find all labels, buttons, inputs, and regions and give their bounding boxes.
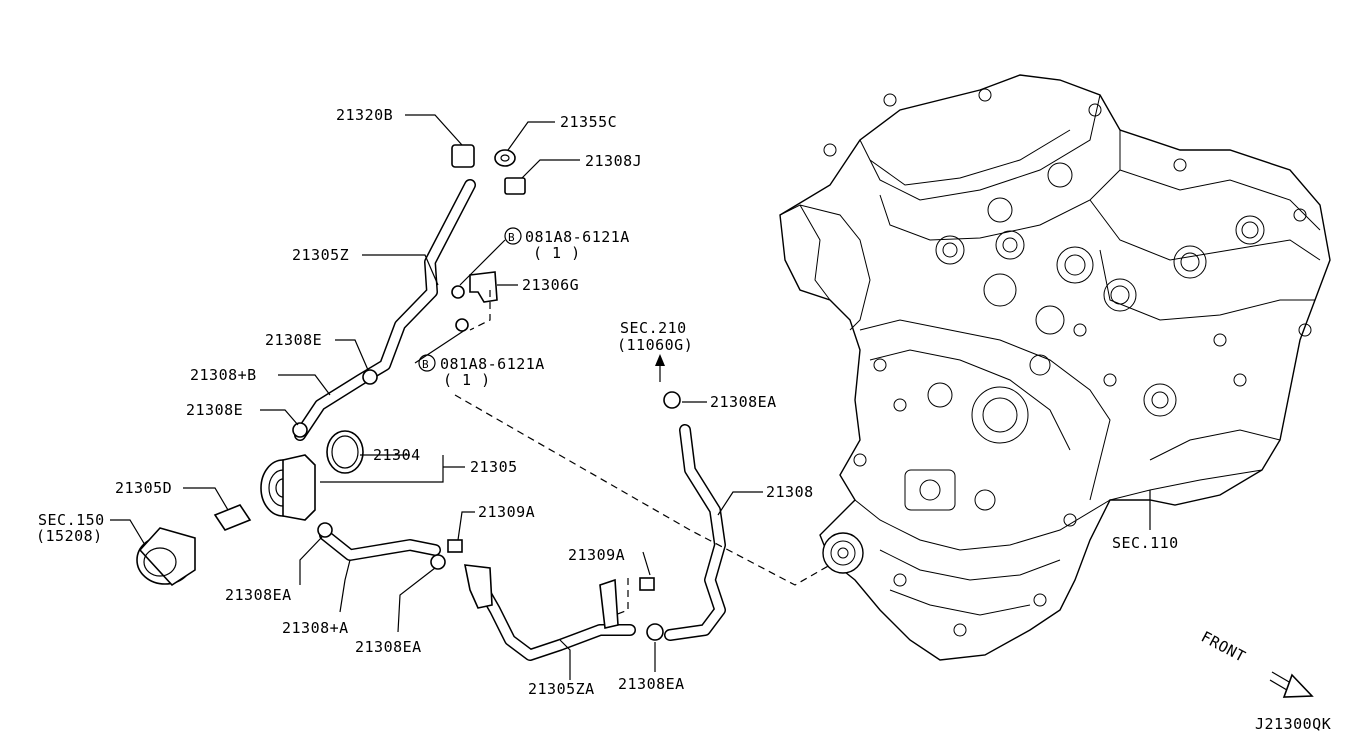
bracket-21306G [469,271,498,303]
label-bolt-mid-qty: ( 1 ) [443,371,491,389]
label-21309A-low: 21309A [568,546,625,564]
washer-21355C [494,149,516,167]
label-bolt-mid: 081A8-6121A [440,355,545,373]
label-21308E-low: 21308E [186,401,243,419]
front-arrow-icon [1282,673,1314,698]
label-21308J: 21308J [585,152,642,170]
label-21308EA-bottom: 21308EA [618,675,685,693]
clamp-21308E-low [292,422,308,438]
labels: 21320B 21355C 21308J 21305Z B 081A8-6121… [36,106,1179,698]
clamp-21308E-top [362,369,378,385]
label-sec110: SEC.110 [1112,534,1179,552]
label-21308EA-left: 21308EA [225,586,292,604]
bolt-21309A-top [447,539,463,553]
bolt-circle-mid [418,354,436,372]
label-sec210-ref: (11060G) [617,336,693,354]
clamp-21308EA-bottom [646,623,664,641]
label-21308EA-right: 21308EA [710,393,777,411]
bolt-circle-mid-letter: B [422,358,429,371]
label-21309A-top: 21309A [478,503,535,521]
bolt-circle-top-letter: B [508,231,515,244]
label-21304: 21304 [373,446,421,464]
label-21305D: 21305D [115,479,172,497]
clamp-21308EA-right [663,391,681,409]
front-indicator: FRONT [1198,628,1314,698]
label-sec210: SEC.210 [620,319,687,337]
gasket-21304 [326,430,364,474]
label-21355C: 21355C [560,113,617,131]
label-21308E-top: 21308E [265,331,322,349]
label-21305: 21305 [470,458,518,476]
label-sec150: SEC.150 [38,511,105,529]
bolt-21309A-low [639,577,655,591]
clamp-21308EA-left [317,522,333,538]
label-bolt-top: 081A8-6121A [525,228,630,246]
connector-21305D [213,504,252,531]
leader-lines [110,114,1151,680]
label-sec150-ref: (15208) [36,527,103,545]
label-21305ZA: 21305ZA [528,680,595,698]
label-21320B: 21320B [336,106,393,124]
label-21306G: 21306G [522,276,579,294]
bolt-circle-top [504,227,522,245]
label-21305Z: 21305Z [292,246,349,264]
clamp-21308EA-mid [430,554,446,570]
label-21308: 21308 [766,483,814,501]
bolt-21308J [504,177,526,195]
connector-21320B [451,144,475,168]
parts [136,144,681,641]
label-21308B: 21308+B [190,366,257,384]
label-21308EA-mid: 21308EA [355,638,422,656]
front-label: FRONT [1198,628,1249,666]
label-bolt-top-qty: ( 1 ) [533,244,581,262]
diagram-code: J21300QK [1255,715,1331,733]
engine-block [779,74,1331,661]
label-21308A: 21308+A [282,619,349,637]
